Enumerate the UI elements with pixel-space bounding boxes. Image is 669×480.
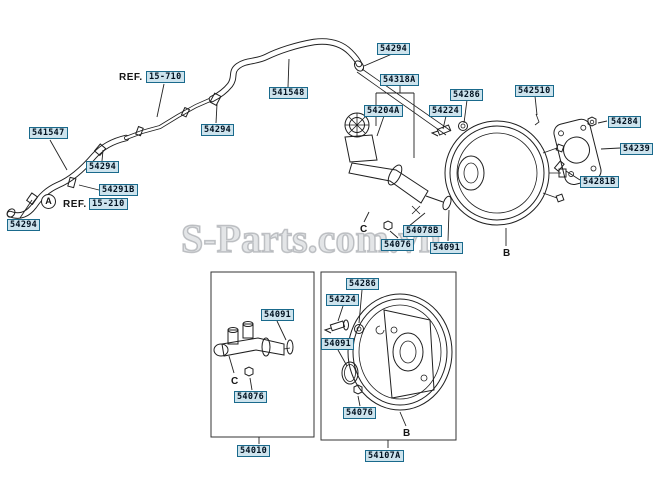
part-label-54078B: 54078B bbox=[403, 225, 442, 237]
part-label-54291B: 54291B bbox=[99, 184, 138, 196]
part-label-54281B: 54281B bbox=[580, 176, 619, 188]
vacuum-hose-541548 bbox=[208, 38, 365, 106]
part-label-54294-b: 54294 bbox=[201, 124, 235, 136]
part-label-54294-a: 54294 bbox=[377, 43, 411, 55]
part-label-54076-inset-left: 54076 bbox=[234, 391, 268, 403]
part-label-54318A: 54318A bbox=[380, 74, 419, 86]
part-label-54076-top: 54076 bbox=[381, 239, 415, 251]
inset-caption-54010: 54010 bbox=[237, 445, 271, 457]
part-label-541548: 541548 bbox=[269, 87, 308, 99]
section-letter-a: A bbox=[41, 194, 56, 209]
part-label-54239: 54239 bbox=[620, 143, 654, 155]
part-label-54091-inset-right: 54091 bbox=[321, 338, 355, 350]
master-cylinder-top bbox=[344, 112, 452, 231]
part-label-54294-c: 54294 bbox=[86, 161, 120, 173]
brake-booster-top bbox=[430, 113, 567, 226]
part-label-54091-inset-left: 54091 bbox=[261, 309, 295, 321]
inset-box-54010 bbox=[210, 271, 315, 444]
part-label-54091-top: 54091 bbox=[430, 242, 464, 254]
inset-caption-54107A: 54107A bbox=[365, 450, 404, 462]
part-label-542510: 542510 bbox=[515, 85, 554, 97]
part-label-54294-d: 54294 bbox=[7, 219, 41, 231]
section-letter-c-top: C bbox=[360, 224, 368, 235]
connection-lines bbox=[356, 68, 452, 136]
inset-box-54107A bbox=[320, 271, 457, 448]
part-label-54286-inset: 54286 bbox=[346, 278, 380, 290]
section-letter-b-top: B bbox=[503, 248, 511, 259]
section-letter-b-inset: B bbox=[403, 428, 411, 439]
part-label-54224-top: 54224 bbox=[429, 105, 463, 117]
ref-prefix-15-710: REF. bbox=[119, 72, 143, 83]
part-label-541547: 541547 bbox=[29, 127, 68, 139]
part-label-54224-inset: 54224 bbox=[326, 294, 360, 306]
vacuum-pipe-ref-15-710 bbox=[124, 97, 214, 140]
ref-label-15-710: 15-710 bbox=[146, 71, 185, 83]
part-label-54286-top: 54286 bbox=[450, 89, 484, 101]
ref-label-15-210: 15-210 bbox=[89, 198, 128, 210]
watermark: S-Parts.com.vn bbox=[180, 215, 441, 262]
ref-prefix-15-210: REF. bbox=[63, 199, 87, 210]
part-label-54076-inset-right: 54076 bbox=[343, 407, 377, 419]
part-label-54204A: 54204A bbox=[364, 105, 403, 117]
section-letter-c-inset: C bbox=[231, 376, 239, 387]
part-label-54284: 54284 bbox=[608, 116, 642, 128]
